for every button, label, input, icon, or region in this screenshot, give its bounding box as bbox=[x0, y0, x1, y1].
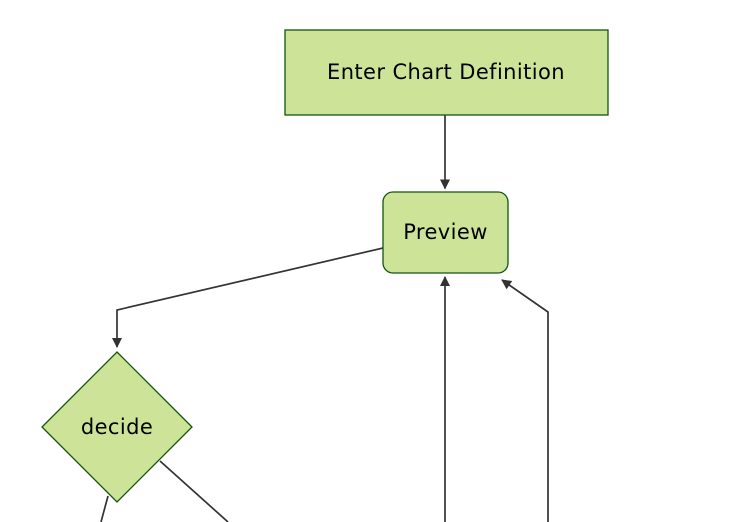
enter-chart-definition-label: Enter Chart Definition bbox=[327, 60, 565, 84]
decide-diamond bbox=[41, 351, 193, 503]
edge-preview-to-decide bbox=[112, 247, 384, 348]
node-enter-chart-definition: Enter Chart Definition bbox=[284, 29, 609, 116]
decide-label: decide bbox=[81, 415, 153, 439]
edge-decide-exit-bottom-left bbox=[100, 495, 109, 522]
edge-decide-exit-bottom-right bbox=[159, 460, 229, 522]
edge-return-to-preview-right bbox=[501, 279, 549, 522]
preview-box bbox=[382, 191, 509, 274]
node-decide: decide bbox=[41, 351, 193, 503]
node-preview: Preview bbox=[382, 191, 509, 274]
preview-label: Preview bbox=[403, 220, 488, 244]
enter-chart-definition-box bbox=[284, 29, 609, 116]
